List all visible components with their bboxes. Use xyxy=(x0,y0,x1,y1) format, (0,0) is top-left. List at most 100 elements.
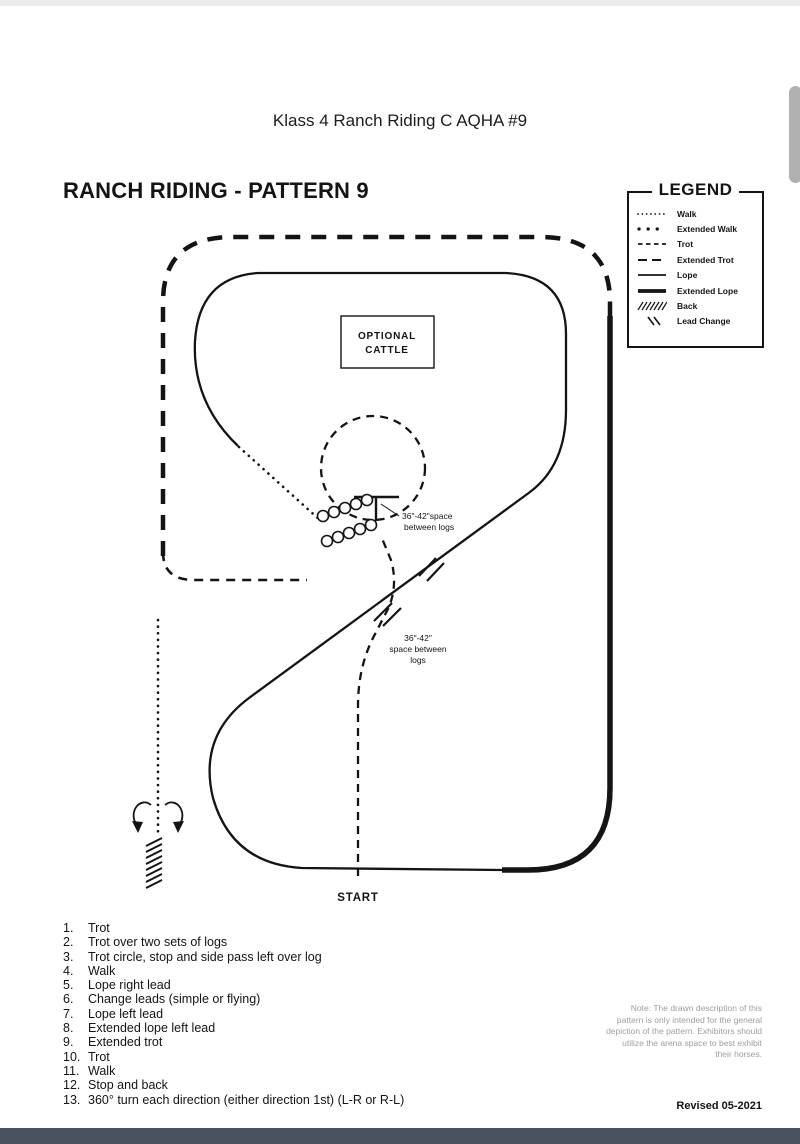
log-circles xyxy=(316,493,378,548)
legend-item-label: Lope xyxy=(677,270,698,281)
step-number: 4. xyxy=(63,963,74,978)
walk-dotted-diagonal xyxy=(237,445,323,523)
log-space-label-lower-line2: space between xyxy=(389,644,446,654)
pattern-step: 11. Walk xyxy=(63,1064,404,1078)
legend-item: Walk xyxy=(637,206,758,221)
bottom-bar xyxy=(0,1128,800,1144)
legend-box: LEGEND Walk Extended Walk Trot Extended … xyxy=(627,180,764,348)
pattern-step: 12. Stop and back xyxy=(63,1078,404,1092)
step-text: Lope right lead xyxy=(88,978,171,993)
step-text: Lope left lead xyxy=(88,1006,164,1021)
lope-line-icon xyxy=(638,274,666,277)
document-title: Klass 4 Ranch Riding C AQHA #9 xyxy=(272,111,528,130)
pattern-step: 1.Trot xyxy=(63,921,404,935)
turn-arrow-left-head xyxy=(132,821,143,833)
log-icon xyxy=(349,497,363,511)
legend-item: Back xyxy=(637,298,758,313)
pattern-step: 5. Lope right lead xyxy=(63,978,404,992)
back-hatch xyxy=(145,837,163,889)
revision-label: Revised 05-2021 xyxy=(676,1100,762,1112)
log-icon xyxy=(316,509,330,523)
log-icon xyxy=(331,530,345,544)
log-icon xyxy=(364,518,378,532)
legend-item-label: Walk xyxy=(677,208,697,219)
pattern-heading: RANCH RIDING - PATTERN 9 xyxy=(63,178,369,203)
log-icon xyxy=(360,493,374,507)
legend-item: Extended Walk xyxy=(637,221,758,236)
pattern-step: 8. Extended lope left lead xyxy=(63,1021,404,1035)
log-icon xyxy=(338,501,352,515)
page-edge xyxy=(0,0,800,6)
step-text: Stop and back xyxy=(88,1078,168,1093)
step-number: 3. xyxy=(63,949,74,964)
pattern-step: 3.Trot circle, stop and side pass left o… xyxy=(63,950,404,964)
legend-item-label: Extended Trot xyxy=(677,254,734,265)
legend-item: Lead Change xyxy=(637,314,758,329)
step-text: 360° turn each direction (either directi… xyxy=(88,1092,405,1107)
log-ticks xyxy=(373,602,402,627)
optional-cattle-label-line1: OPTIONAL xyxy=(358,331,416,342)
step-number: 6. xyxy=(63,992,74,1007)
step-number: 9. xyxy=(63,1035,74,1050)
back-line-icon xyxy=(637,301,667,311)
legend-item: Trot xyxy=(637,237,758,252)
pattern-step: 9. Extended trot xyxy=(63,1035,404,1049)
step-text: Walk xyxy=(88,1063,116,1078)
walk-line-icon xyxy=(637,212,667,215)
pattern-step: 2.Trot over two sets of logs xyxy=(63,935,404,949)
log-icon xyxy=(342,526,356,540)
step-number: 12. xyxy=(63,1078,81,1093)
step-number: 5. xyxy=(63,978,74,993)
optional-cattle-box xyxy=(340,315,435,369)
label-leader-line xyxy=(380,503,400,517)
step-number: 11. xyxy=(63,1063,80,1078)
path-extended-lope xyxy=(502,316,613,873)
step-text: Extended trot xyxy=(88,1035,163,1050)
log-icon xyxy=(320,534,334,548)
step-text: Trot over two sets of logs xyxy=(88,935,228,950)
legend-item-label: Lead Change xyxy=(677,316,731,327)
step-text: Extended lope left lead xyxy=(88,1021,216,1036)
pattern-step: 10. Trot xyxy=(63,1050,404,1064)
step-number: 13. xyxy=(63,1092,81,1107)
extended-lope-line-icon xyxy=(638,288,666,293)
disclaimer-note: Note: The drawn description of this patt… xyxy=(606,1003,762,1060)
path-lope xyxy=(193,271,568,872)
step-text: Change leads (simple or flying) xyxy=(88,992,261,1007)
step-text: Walk xyxy=(88,963,116,978)
step-number: 10. xyxy=(63,1049,81,1064)
path-trot-left-corner xyxy=(161,551,307,582)
log-space-label-lower-line3: logs xyxy=(410,655,426,665)
pattern-steps: 1.Trot 2.Trot over two sets of logs 3.Tr… xyxy=(63,921,404,1107)
step-number: 8. xyxy=(63,1021,74,1036)
step-number: 1. xyxy=(63,921,74,935)
pattern-step: 6. Change leads (simple or flying) xyxy=(63,992,404,1006)
turn-arrow-right-head xyxy=(173,821,184,833)
legend-item-label: Extended Walk xyxy=(677,224,738,235)
pattern-step: 13. 360° turn each direction (either dire… xyxy=(63,1093,404,1107)
scrollbar-thumb[interactable] xyxy=(789,86,800,183)
optional-cattle-label-line2: CATTLE xyxy=(365,345,409,356)
extended-trot-line-icon xyxy=(638,258,666,261)
legend-item: Extended Lope xyxy=(637,283,758,298)
log-space-label-lower-line1: 36"-42" xyxy=(404,633,432,643)
path-trot-approach xyxy=(356,535,396,876)
trot-circle xyxy=(319,414,427,522)
log-icon xyxy=(353,522,367,536)
log-space-label-upper-line2: between logs xyxy=(404,522,454,532)
legend-item: Lope xyxy=(637,268,758,283)
step-text: Trot xyxy=(88,1049,110,1064)
log-space-label-upper-line1: 36"-42"space xyxy=(402,511,453,521)
legend-title: LEGEND xyxy=(651,180,740,200)
legend-item-label: Back xyxy=(677,301,698,312)
legend-rows: Walk Extended Walk Trot Extended Trot Lo… xyxy=(637,206,758,329)
legend-item: Extended Trot xyxy=(637,252,758,267)
legend-item-label: Extended Lope xyxy=(677,285,738,296)
lead-change-icon xyxy=(647,316,661,326)
step-number: 7. xyxy=(63,1006,74,1021)
pattern-step: 7. Lope left lead xyxy=(63,1007,404,1021)
legend-item-label: Trot xyxy=(677,239,694,250)
lead-change-ticks xyxy=(418,557,445,582)
